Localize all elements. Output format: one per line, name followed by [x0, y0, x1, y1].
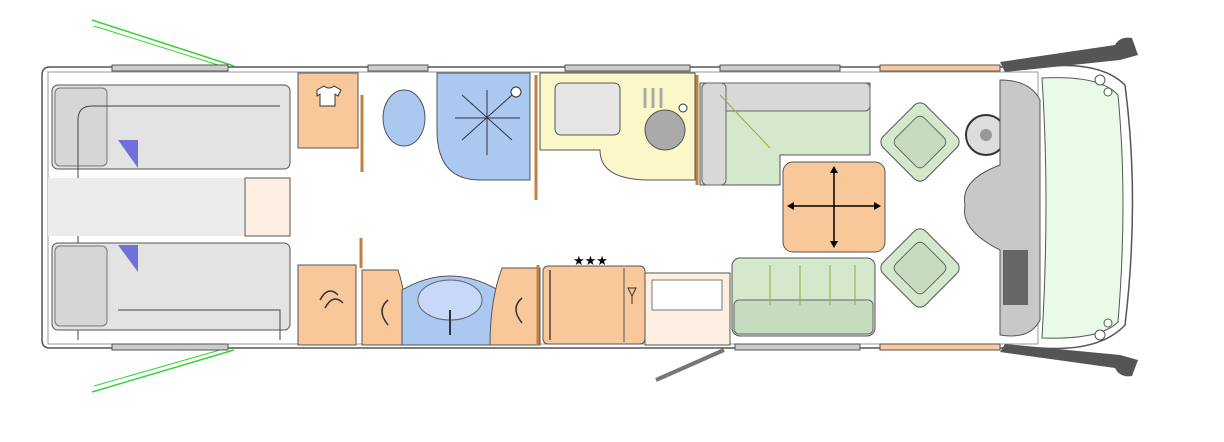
headlights [1094, 74, 1113, 341]
bathroom-cabinet-2 [361, 269, 409, 346]
toilet [382, 89, 426, 147]
stove [554, 82, 621, 136]
sink [644, 109, 686, 151]
wardrobe [297, 72, 359, 149]
bathroom-cabinet-3 [489, 267, 541, 346]
rating-stars: ★★★ [573, 254, 608, 269]
fridge [644, 272, 731, 346]
rear-door-bottom [91, 349, 235, 393]
rear-bed-center [48, 178, 244, 236]
washbasin [401, 275, 499, 346]
wardrobe-cabinet [542, 265, 646, 345]
dining-table [782, 161, 886, 253]
tshirt-icon [316, 85, 342, 107]
mirror-right [1000, 344, 1138, 377]
step [244, 177, 291, 237]
windshield [1041, 77, 1124, 339]
rear-bed-left [51, 84, 291, 340]
rear-bed-right [51, 242, 291, 340]
mirror-left [1000, 37, 1138, 72]
cab-seat-driver [880, 102, 960, 182]
shower [436, 72, 531, 181]
kitchen [539, 72, 696, 181]
cab-seat-passenger [880, 228, 960, 308]
windows [111, 64, 1001, 351]
rear-door-top [91, 19, 235, 67]
entry-door [655, 348, 725, 382]
dinette-bench [699, 82, 871, 186]
bathroom-cabinet-1 [297, 264, 357, 346]
sofa [731, 257, 876, 337]
